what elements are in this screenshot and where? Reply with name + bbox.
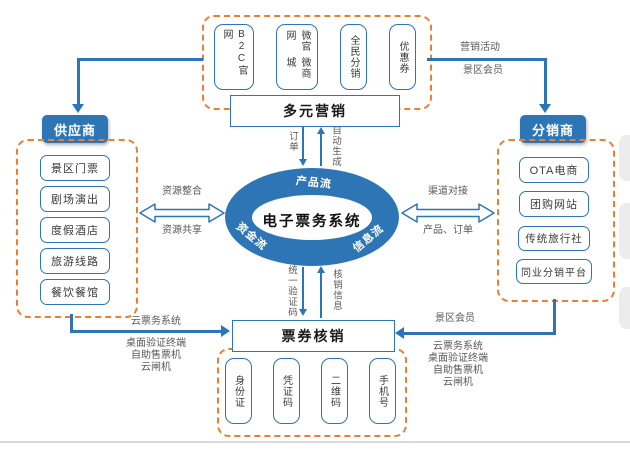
distributor-group-box	[497, 139, 615, 302]
verification-method-list: 身份证 凭证码 二维码 手机号	[217, 358, 403, 424]
marketing-title-box: 多元营销	[230, 95, 400, 127]
supplier-item: 餐饮餐馆	[40, 279, 110, 305]
terminal-line: 云闸机	[141, 362, 171, 373]
supplier-item: 旅游线路	[40, 248, 110, 274]
connector-marketing-distributor-h	[427, 58, 547, 61]
arrowhead-to-distributor	[539, 104, 551, 113]
arrowhead-verifyinfo-up	[317, 266, 325, 273]
edge-label-verify-info: 核销信息	[331, 269, 342, 311]
marketing-channel-list: B2C官网 微官网 微商城 全民分销 优惠券	[202, 24, 428, 90]
edge-label-autogen: 自动生成	[330, 125, 341, 167]
channel-label: 优惠券	[397, 40, 408, 74]
channel-label: 全民分销	[348, 35, 359, 79]
double-arrow-supplier-core	[139, 203, 225, 223]
edge-label-cloud-ticketing-left: 云票务系统	[131, 316, 181, 327]
supplier-group-box	[16, 139, 138, 318]
edge-label-marketing-activity: 营销活动	[460, 42, 500, 53]
channel-label: 微商城	[284, 57, 310, 79]
distributor-item: 传统旅行社	[518, 225, 590, 251]
supplier-item: 剧场演出	[40, 186, 110, 212]
page-divider	[0, 441, 630, 443]
connector-autogen-up	[320, 132, 322, 166]
connector-marketing-distributor-v	[544, 58, 547, 105]
supplier-item: 度假酒店	[40, 217, 110, 243]
method-phone-number: 手机号	[368, 358, 396, 424]
method-label: 身份证	[232, 374, 244, 408]
connector-distributor-verify-v	[553, 299, 556, 335]
verification-title-box: 票券核销	[232, 320, 395, 352]
core-ring-inner	[252, 195, 372, 240]
edge-label-scenic-member-top: 景区会员	[463, 65, 503, 76]
edge-label-product-order: 产品、订单	[423, 225, 473, 236]
edge-label-order: 订单	[287, 131, 298, 152]
distributor-item-list: OTA电商 团购网站 传统旅行社 同业分销平台	[497, 148, 611, 293]
channel-label: B2C官网	[221, 29, 247, 76]
connector-distributor-verify-h	[404, 332, 556, 335]
distributor-item: 同业分销平台	[516, 259, 592, 285]
channel-weixin: 微官网 微商城	[276, 24, 318, 90]
arrowhead-to-verify-right	[395, 327, 404, 339]
edge-label-resource-sharing: 资源共享	[162, 225, 202, 236]
arrowhead-verifycode-down	[299, 309, 307, 316]
method-qr-code: 二维码	[320, 358, 348, 424]
method-voucher-code: 凭证码	[272, 358, 300, 424]
page-edge-widget	[619, 135, 630, 181]
terminal-line: 自助售票机	[433, 365, 483, 376]
connector-supplier-verify-h	[70, 330, 222, 333]
terminal-line: 桌面验证终端	[428, 353, 488, 364]
edge-label-terminals-right: 云票务系统 桌面验证终端 自助售票机 云闸机	[413, 341, 503, 389]
connector-verifycode-down	[302, 267, 304, 311]
channel-quanmin: 全民分销	[340, 24, 367, 90]
core-system-title: 电子票务系统	[262, 214, 362, 230]
terminal-line: 自助售票机	[131, 350, 181, 361]
method-id-card: 身份证	[224, 358, 252, 424]
terminal-line: 云闸机	[443, 377, 473, 388]
page-edge-widget	[619, 287, 630, 329]
channel-label: 微官网	[284, 30, 310, 52]
method-label: 二维码	[328, 374, 340, 408]
terminal-line: 桌面验证终端	[126, 338, 186, 349]
arrowhead-order-down	[299, 159, 307, 166]
distributor-item: OTA电商	[518, 156, 590, 183]
arrowhead-autogen-up	[317, 127, 325, 134]
connector-marketing-supplier-v	[77, 58, 80, 105]
supplier-item-list: 景区门票 剧场演出 度假酒店 旅游线路 餐饮餐馆	[16, 150, 134, 310]
edge-label-scenic-member-bottom: 景区会员	[435, 313, 475, 324]
method-label: 凭证码	[280, 374, 292, 408]
distributor-header: 分销商	[520, 115, 586, 143]
supplier-header: 供应商	[42, 115, 108, 143]
double-arrow-core-distributor	[401, 203, 495, 223]
terminal-line: 云票务系统	[433, 341, 483, 352]
edge-label-terminals-left: 桌面验证终端 自助售票机 云闸机	[106, 338, 206, 374]
edge-label-unified-code: 统一验证码	[286, 265, 297, 318]
connector-order-down	[302, 127, 304, 161]
supplier-item: 景区门票	[40, 155, 110, 181]
connector-verifyinfo-up	[320, 271, 322, 318]
method-label: 手机号	[376, 374, 388, 408]
arrowhead-to-verify-left	[221, 325, 230, 337]
connector-marketing-supplier-h	[77, 58, 203, 61]
edge-label-channel-docking: 渠道对接	[428, 186, 468, 197]
arrowhead-to-supplier	[72, 104, 84, 113]
channel-coupon: 优惠券	[389, 24, 416, 90]
connector-supplier-verify-v	[70, 314, 73, 333]
channel-b2c: B2C官网	[214, 24, 254, 90]
edge-label-resource-integration: 资源整合	[162, 186, 202, 197]
distributor-item: 团购网站	[519, 191, 589, 218]
page-edge-widget	[619, 203, 630, 259]
